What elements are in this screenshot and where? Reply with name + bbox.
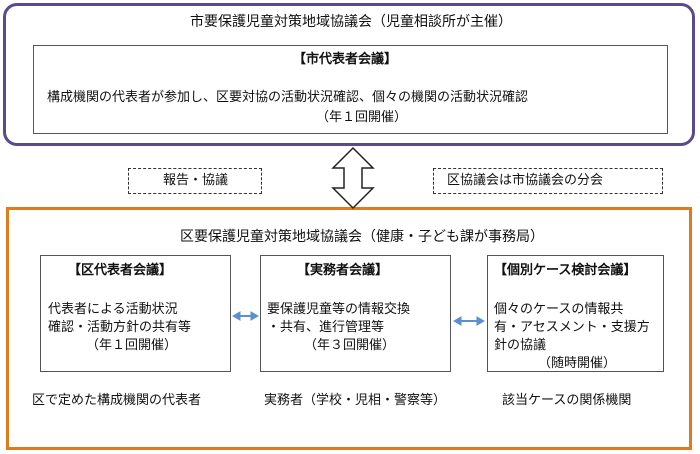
report-discussion-label: 報告・協議 xyxy=(163,173,229,188)
ward-council-frame xyxy=(6,207,692,450)
case-review-line-1: 個々のケースの情報共 xyxy=(494,302,624,317)
branch-note xyxy=(433,168,663,194)
case-review-participants: 該当ケースの関係機関 xyxy=(502,393,632,408)
link-arrow-1 xyxy=(231,311,260,321)
branch-note-label: 区協議会は市協議会の分会 xyxy=(447,173,604,188)
ward-representative-participants: 区で定めた構成機関の代表者 xyxy=(32,393,202,408)
city-council-title: 市要保護児童対策地域協議会（児童相談所が主催） xyxy=(190,14,512,30)
ward-representative-title: 【区代表者会議】 xyxy=(68,263,173,278)
case-review-line-2: 有・アセスメント・支援方 xyxy=(494,320,650,335)
practitioner-box xyxy=(260,255,451,372)
city-representative-title: 【市代表者会議】 xyxy=(293,52,398,67)
ward-representative-box xyxy=(40,255,231,372)
case-review-line-3: 針の協議 xyxy=(494,338,547,353)
ward-council-title: 区要保護児童対策地域協議会（健康・子ども課が事務局） xyxy=(180,229,544,245)
report-discussion-note xyxy=(128,168,262,194)
ward-representative-line-2: 確認・活動方針の共有等 xyxy=(48,320,192,335)
city-council-frame xyxy=(3,3,695,146)
case-review-title: 【個別ケース検討会議】 xyxy=(494,263,637,278)
double-vertical-arrow xyxy=(331,146,375,210)
city-representative-desc: 構成機関の代表者が参加し、区要対協の活動状況確認、個々の機関の活動状況確認 xyxy=(47,90,529,105)
city-representative-box xyxy=(33,45,668,134)
case-review-box xyxy=(487,255,664,372)
ward-representative-line-3: （年１回開催） xyxy=(86,338,178,353)
ward-representative-line-1: 代表者による活動状況 xyxy=(48,302,178,317)
practitioner-line-1: 要保護児童等の情報交換 xyxy=(267,302,411,317)
practitioner-line-3: （年３回開催） xyxy=(304,338,396,353)
link-arrow-2 xyxy=(452,316,486,326)
case-review-line-4: （随時開催） xyxy=(538,356,617,371)
practitioner-line-2: ・共有、進行管理等 xyxy=(267,320,385,335)
city-representative-frequency: （年１回開催） xyxy=(316,110,408,125)
practitioner-participants: 実務者（学校・児相・警察等） xyxy=(264,393,447,408)
practitioner-title: 【実務者会議】 xyxy=(297,263,389,278)
